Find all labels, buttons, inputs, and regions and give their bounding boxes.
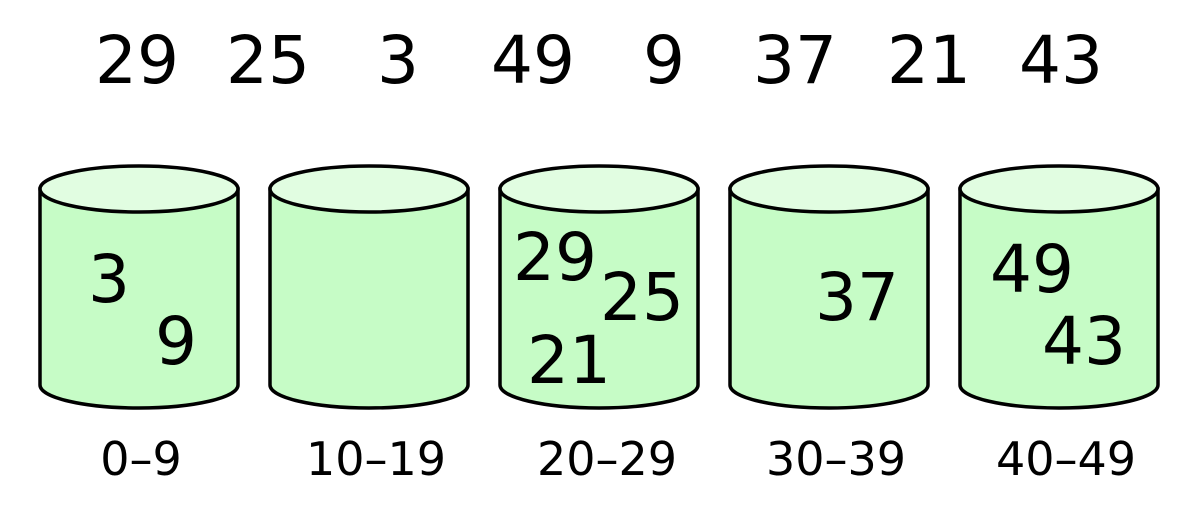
bucket-top [268,164,470,214]
bucket-range-label: 30–39 [766,432,906,486]
bucket-item: 29 [513,219,597,296]
input-value: 43 [1019,22,1103,99]
input-value: 3 [377,22,419,99]
bucket-item: 21 [527,322,611,399]
input-value: 29 [95,22,179,99]
input-value: 9 [643,22,685,99]
bucket-body [498,187,700,410]
bucket-0-9: 3 9 [38,164,240,410]
bucket-item: 3 [88,241,130,318]
bucket-top [728,164,930,214]
input-sequence: 29 25 3 49 9 37 21 43 [95,22,1103,99]
bucket-range-label: 10–19 [306,432,446,486]
input-value: 37 [753,22,837,99]
bucket-body [38,187,240,410]
bucket-range-label: 0–9 [100,432,182,486]
bucket-item: 49 [990,231,1074,308]
bucket-item: 25 [600,259,684,336]
input-value: 25 [226,22,310,99]
bucket-range-label: 40–49 [996,432,1136,486]
bucket-body [958,187,1160,410]
bucket-range-label: 20–29 [537,432,677,486]
bucket-10-19 [268,164,470,410]
bucket-40-49: 49 43 [958,164,1160,410]
bucket-item: 43 [1042,303,1126,380]
bucket-30-39: 37 [728,164,930,410]
bucket-top [958,164,1160,214]
input-value: 21 [887,22,971,99]
input-value: 49 [491,22,575,99]
bucket-body [268,187,470,410]
bucket-body [728,187,930,410]
bucket-item: 37 [815,259,899,336]
bucket-20-29: 29 25 21 [498,164,700,410]
bucket-range-labels: 0–9 10–19 20–29 30–39 40–49 [100,432,1136,486]
bucket-top [498,164,700,214]
bucket-top [38,164,240,214]
bucket-item: 9 [155,303,197,380]
